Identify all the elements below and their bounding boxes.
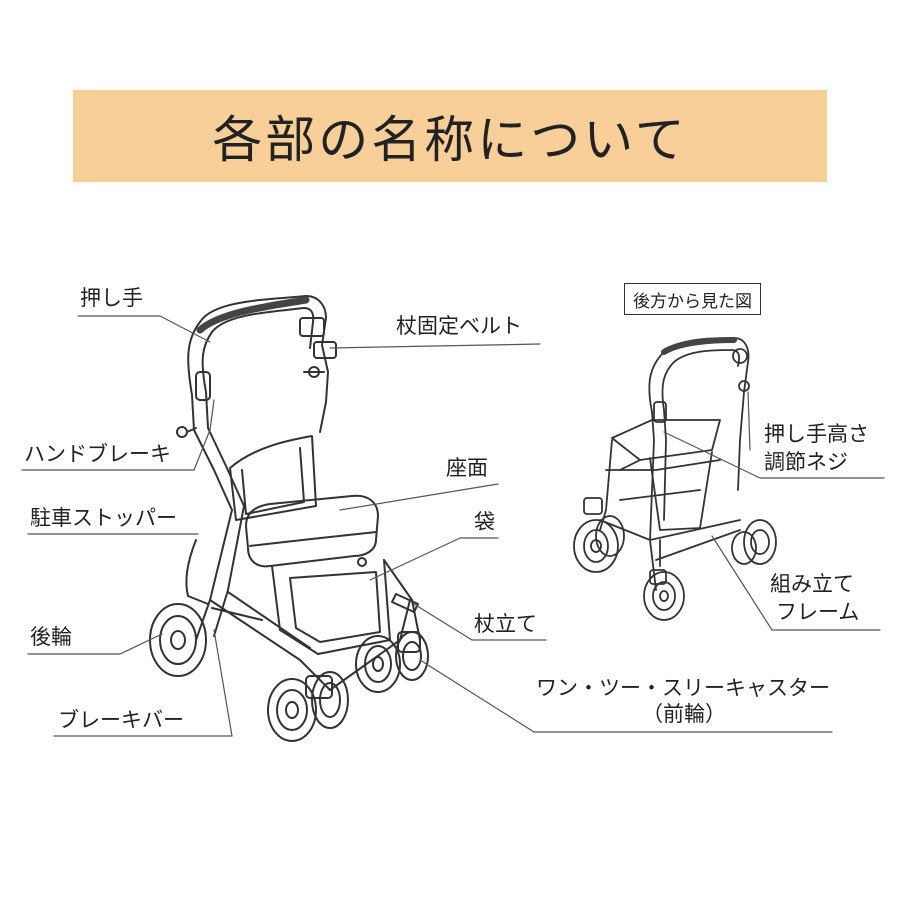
label-handle-height-line1: 押し手高さ xyxy=(764,422,869,446)
label-hand-brake: ハンドブレーキ xyxy=(24,442,171,466)
label-cane-stand: 杖立て xyxy=(474,612,537,636)
leader-lines xyxy=(21,315,885,737)
rear-walker-illustration xyxy=(573,337,777,621)
label-handle-height-line2: 調節ネジ xyxy=(764,450,848,474)
page-title: 各部の名称について xyxy=(212,111,688,169)
label-bag: 袋 xyxy=(474,510,495,534)
label-parking-stopper: 駐車ストッパー xyxy=(30,506,177,530)
label-caster-line2: （前輪） xyxy=(642,702,726,726)
label-frame-line1: 組み立て xyxy=(770,572,854,596)
label-caster-line1: ワン・ツー・スリーキャスター xyxy=(536,676,830,700)
label-frame-line2: フレーム xyxy=(776,600,860,624)
main-walker-illustration xyxy=(149,295,429,742)
rear-view-caption-text: 後方から見た図 xyxy=(633,291,752,312)
title-banner: 各部の名称について xyxy=(73,90,827,182)
label-rear-wheel: 後輪 xyxy=(30,625,72,649)
label-push-handle: 押し手 xyxy=(80,286,143,310)
label-cane-belt: 杖固定ベルト xyxy=(396,314,522,338)
label-seat: 座面 xyxy=(446,456,488,480)
label-brake-bar: ブレーキバー xyxy=(58,708,184,732)
rear-view-caption: 後方から見た図 xyxy=(624,283,761,315)
